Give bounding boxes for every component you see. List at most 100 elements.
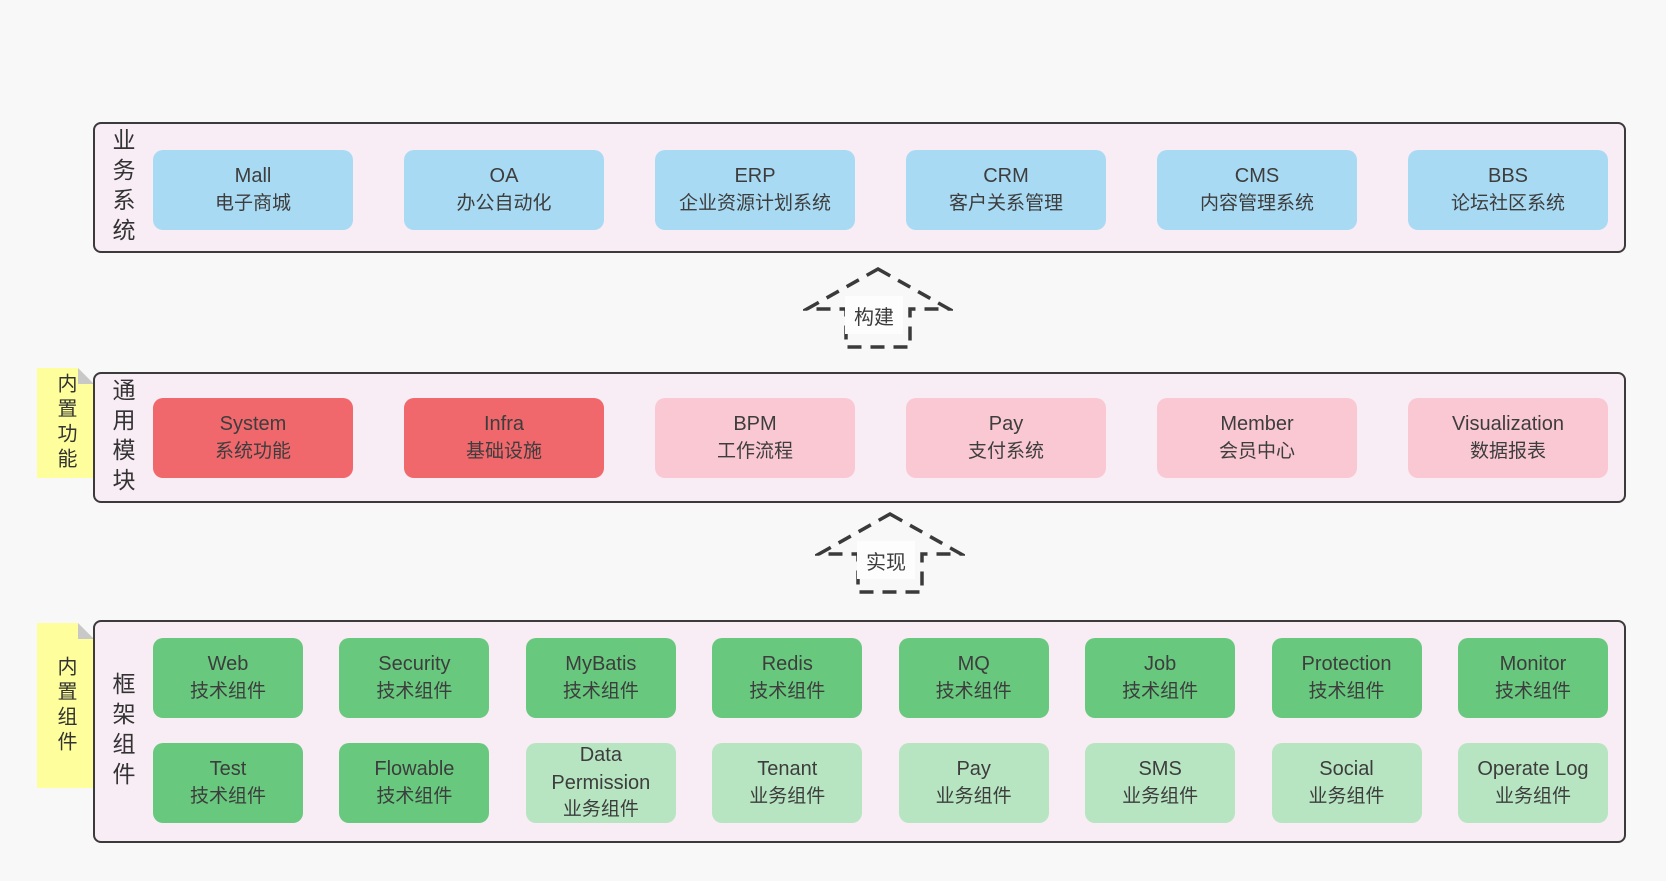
box-subtitle: 电子商城 (214, 192, 291, 214)
box-title: MyBatis (565, 653, 637, 676)
box-title: CRM (983, 165, 1029, 188)
box-sms: SMS 业务组件 (1085, 743, 1236, 823)
box-mall: Mall 电子商城 (153, 150, 353, 230)
box-title: Member (1220, 413, 1294, 436)
box-title: BPM (733, 413, 777, 436)
box-security: Security 技术组件 (339, 638, 490, 718)
box-title: Data Permission (551, 744, 651, 794)
box-member: Member 会员中心 (1157, 398, 1357, 478)
box-subtitle: 业务组件 (1494, 785, 1571, 807)
box-protection: Protection 技术组件 (1271, 638, 1422, 718)
up-arrow-icon (803, 266, 953, 349)
box-title: Monitor (1499, 653, 1567, 676)
box-subtitle: 技术组件 (189, 785, 266, 807)
box-subtitle: 内容管理系统 (1199, 192, 1314, 214)
box-title: Pay (988, 413, 1024, 436)
box-title: ERP (734, 165, 776, 188)
box-bbs: BBS 论坛社区系统 (1408, 150, 1608, 230)
box-mq: MQ 技术组件 (898, 638, 1049, 718)
box-operate-log: Operate Log 业务组件 (1457, 743, 1608, 823)
box-title: Security (378, 653, 451, 676)
box-subtitle: 技术组件 (562, 680, 639, 702)
box-row: Mall 电子商城 OA 办公自动化 ERP 企业资源计划系统 CRM 客户关系… (153, 150, 1608, 230)
box-title: BBS (1487, 165, 1529, 188)
panel-business-systems: 业务系统 Mall 电子商城 OA 办公自动化 ERP 企业资源计划系统 CRM… (93, 122, 1626, 253)
arrow-label: 构建 (845, 296, 903, 334)
panel-framework-components: 框架组件 Web 技术组件 Security 技术组件 MyBatis 技术组件… (93, 620, 1626, 843)
box-tenant: Tenant 业务组件 (712, 743, 863, 823)
box-title: Test (209, 758, 247, 781)
box-row: System 系统功能 Infra 基础设施 BPM 工作流程 Pay 支付系统… (153, 398, 1608, 478)
box-crm: CRM 客户关系管理 (906, 150, 1106, 230)
box-title: Social (1319, 758, 1374, 781)
box-subtitle: 办公自动化 (456, 192, 552, 214)
implement-arrow: 实现 (815, 511, 965, 595)
box-subtitle: 支付系统 (967, 440, 1044, 462)
box-subtitle: 客户关系管理 (948, 192, 1063, 214)
sticky-note-paper (37, 623, 94, 788)
box-subtitle: 业务组件 (562, 799, 639, 821)
box-title: Infra (483, 413, 525, 436)
build-arrow: 构建 (803, 266, 953, 350)
folded-corner-icon (78, 368, 94, 384)
box-oa: OA 办公自动化 (404, 150, 604, 230)
box-redis: Redis 技术组件 (712, 638, 863, 718)
box-social: Social 业务组件 (1271, 743, 1422, 823)
box-subtitle: 系统功能 (214, 440, 291, 462)
box-subtitle: 基础设施 (465, 440, 542, 462)
box-title: System (219, 413, 287, 436)
box-title: MQ (957, 653, 990, 676)
box-bpm: BPM 工作流程 (655, 398, 855, 478)
box-title: Job (1143, 653, 1177, 676)
box-subtitle: 技术组件 (1494, 680, 1571, 702)
panel-title: 框架组件 (109, 671, 135, 792)
box-subtitle: 业务组件 (1308, 785, 1385, 807)
box-row: Test 技术组件 Flowable 技术组件 Data Permission … (153, 743, 1608, 823)
box-title: Protection (1301, 653, 1392, 676)
box-job: Job 技术组件 (1085, 638, 1236, 718)
box-subtitle: 企业资源计划系统 (678, 192, 831, 214)
box-title: OA (489, 165, 519, 188)
box-title: Operate Log (1477, 758, 1589, 781)
box-title: SMS (1138, 758, 1182, 781)
sticky-note-paper (37, 368, 94, 478)
box-subtitle: 会员中心 (1218, 440, 1295, 462)
box-monitor: Monitor 技术组件 (1457, 638, 1608, 718)
box-flowable: Flowable 技术组件 (339, 743, 490, 823)
arrow-label: 实现 (857, 541, 915, 579)
panel-common-modules: 通用模块 System 系统功能 Infra 基础设施 BPM 工作流程 Pay… (93, 372, 1626, 503)
sticky-note-label: 内置功能 (54, 373, 76, 473)
box-web: Web 技术组件 (153, 638, 303, 718)
box-subtitle: 业务组件 (749, 785, 826, 807)
box-cms: CMS 内容管理系统 (1157, 150, 1357, 230)
box-visualization: Visualization 数据报表 (1408, 398, 1608, 478)
box-test: Test 技术组件 (153, 743, 303, 823)
box-subtitle: 技术组件 (376, 680, 453, 702)
box-infra: Infra 基础设施 (404, 398, 604, 478)
box-subtitle: 技术组件 (935, 680, 1012, 702)
box-system: System 系统功能 (153, 398, 353, 478)
box-subtitle: 论坛社区系统 (1450, 192, 1565, 214)
folded-corner-icon (78, 623, 94, 639)
box-erp: ERP 企业资源计划系统 (655, 150, 855, 230)
box-data-permission: Data Permission 业务组件 (525, 743, 676, 823)
box-subtitle: 技术组件 (376, 785, 453, 807)
box-title: Pay (956, 758, 991, 781)
box-subtitle: 技术组件 (1122, 680, 1199, 702)
box-title: CMS (1234, 165, 1280, 188)
box-subtitle: 技术组件 (189, 680, 266, 702)
up-arrow-icon (815, 511, 965, 594)
box-title: Flowable (374, 758, 455, 781)
box-title: Web (207, 653, 249, 676)
panel-title: 业务系统 (109, 127, 135, 248)
box-subtitle: 业务组件 (935, 785, 1012, 807)
box-subtitle: 技术组件 (749, 680, 826, 702)
sticky-note-builtin-components: 内置组件 (37, 623, 94, 788)
sticky-note-builtin-features: 内置功能 (37, 368, 94, 478)
box-subtitle: 技术组件 (1308, 680, 1385, 702)
panel-title: 通用模块 (109, 377, 135, 498)
box-title: Redis (761, 653, 813, 676)
box-subtitle: 工作流程 (716, 440, 793, 462)
box-pay-biz: Pay 业务组件 (898, 743, 1049, 823)
